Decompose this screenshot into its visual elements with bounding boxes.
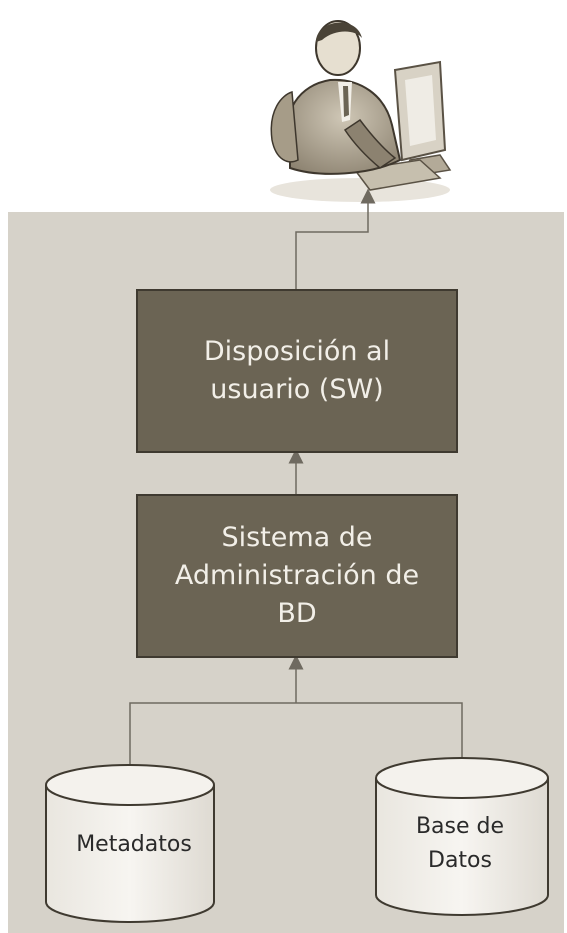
- user-box-line1: Disposición al: [203, 336, 391, 367]
- database-cylinder: [375, 757, 549, 916]
- database-label: Base de Datos: [375, 810, 545, 878]
- metadata-label: Metadatos: [76, 832, 192, 857]
- dbms-box: Sistema de Administración de BD: [136, 494, 458, 658]
- user-at-computer-icon: [270, 20, 452, 202]
- dbms-box-line2: Administración de: [174, 560, 420, 591]
- connector-to-user: [295, 188, 376, 289]
- user-box-line2: usuario (SW): [210, 374, 384, 405]
- database-label-line2: Datos: [428, 848, 492, 873]
- database-label-line1: Base de: [415, 814, 505, 839]
- dbms-box-line3: BD: [277, 598, 317, 629]
- user-presentation-box: Disposición al usuario (SW): [136, 289, 458, 453]
- dbms-box-line1: Sistema de: [221, 522, 373, 553]
- metadata-cylinder: [45, 764, 215, 923]
- connector-stores: [129, 702, 463, 765]
